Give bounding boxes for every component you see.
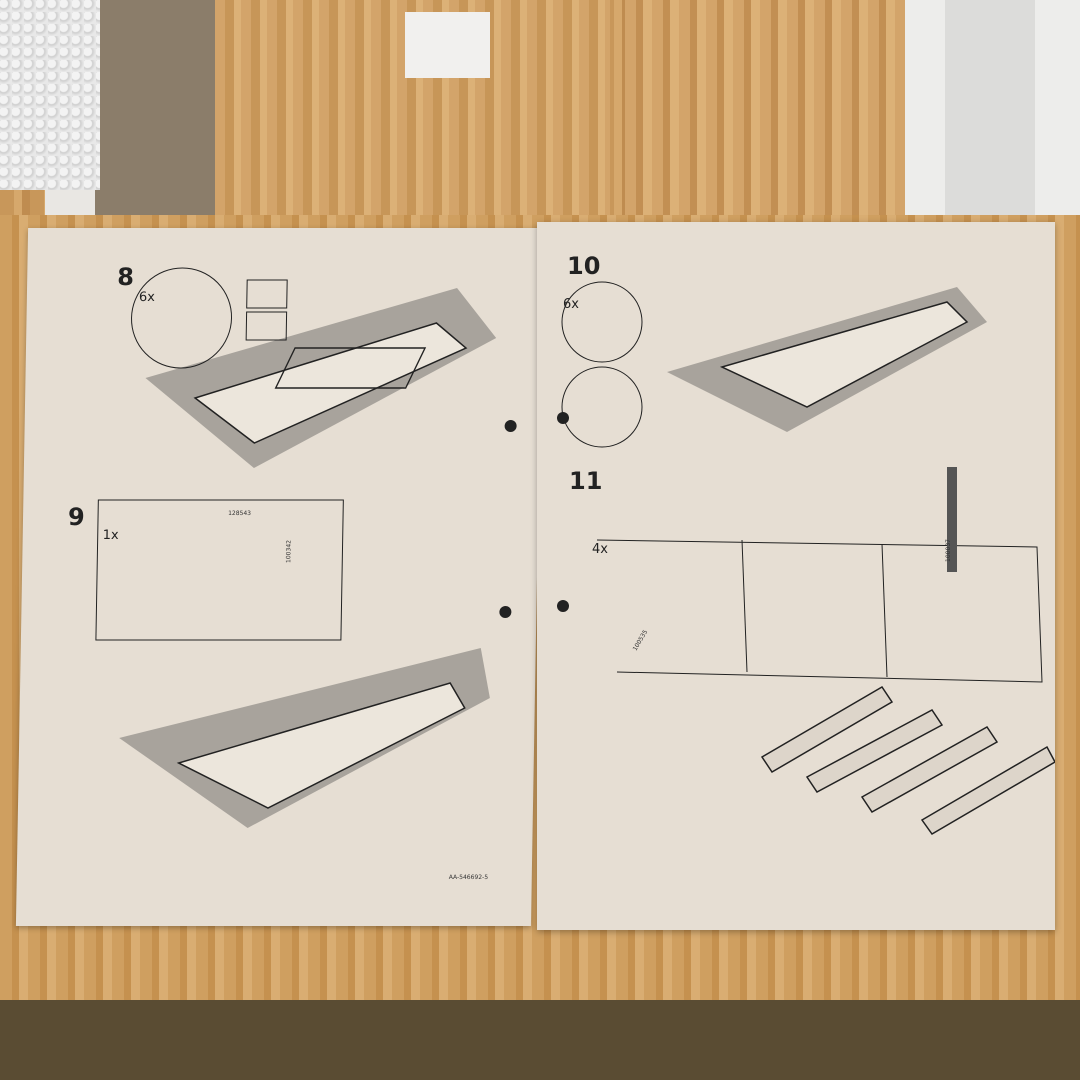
detail-circle — [561, 281, 643, 363]
bamboo-board-2 — [625, 0, 945, 222]
cardboard-box-right — [905, 0, 1080, 225]
document-code: AA-546692-5 — [448, 874, 489, 881]
quantity-label: 6x — [563, 297, 579, 312]
right-page: 10 6x 11 4x 100535 100037 — [537, 222, 1055, 930]
detail-circle — [561, 366, 643, 448]
no-icon — [246, 279, 288, 309]
detail-box — [95, 499, 344, 641]
detail-circle — [131, 267, 233, 369]
part-number: 100342 — [285, 540, 293, 563]
binder-hole — [557, 412, 569, 424]
right-illustrations — [561, 281, 1055, 835]
product-label — [405, 12, 490, 78]
step-number: 10 — [567, 252, 601, 280]
step-number: 11 — [569, 467, 603, 495]
quantity-label: 1x — [102, 528, 119, 543]
bubble-wrap — [0, 0, 100, 190]
threaded-rod — [947, 467, 957, 572]
board-outline — [719, 301, 969, 408]
yes-icon — [245, 311, 288, 341]
left-page: 8 6x 9 1x 128543 100342 AA-546692-5 — [15, 228, 544, 926]
part-number: 100037 — [944, 539, 952, 562]
binder-hole — [557, 600, 569, 612]
part-number: 128543 — [228, 510, 252, 517]
detail-panels — [596, 539, 1043, 683]
frame — [274, 347, 427, 389]
quantity-label: 4x — [592, 542, 608, 557]
floor — [0, 1000, 1080, 1080]
step-number: 9 — [67, 503, 85, 531]
left-illustrations — [95, 267, 497, 828]
quantity-label: 6x — [138, 290, 155, 305]
step-number: 8 — [116, 263, 135, 291]
tubes — [760, 685, 1055, 835]
board-outline-2 — [176, 682, 466, 809]
